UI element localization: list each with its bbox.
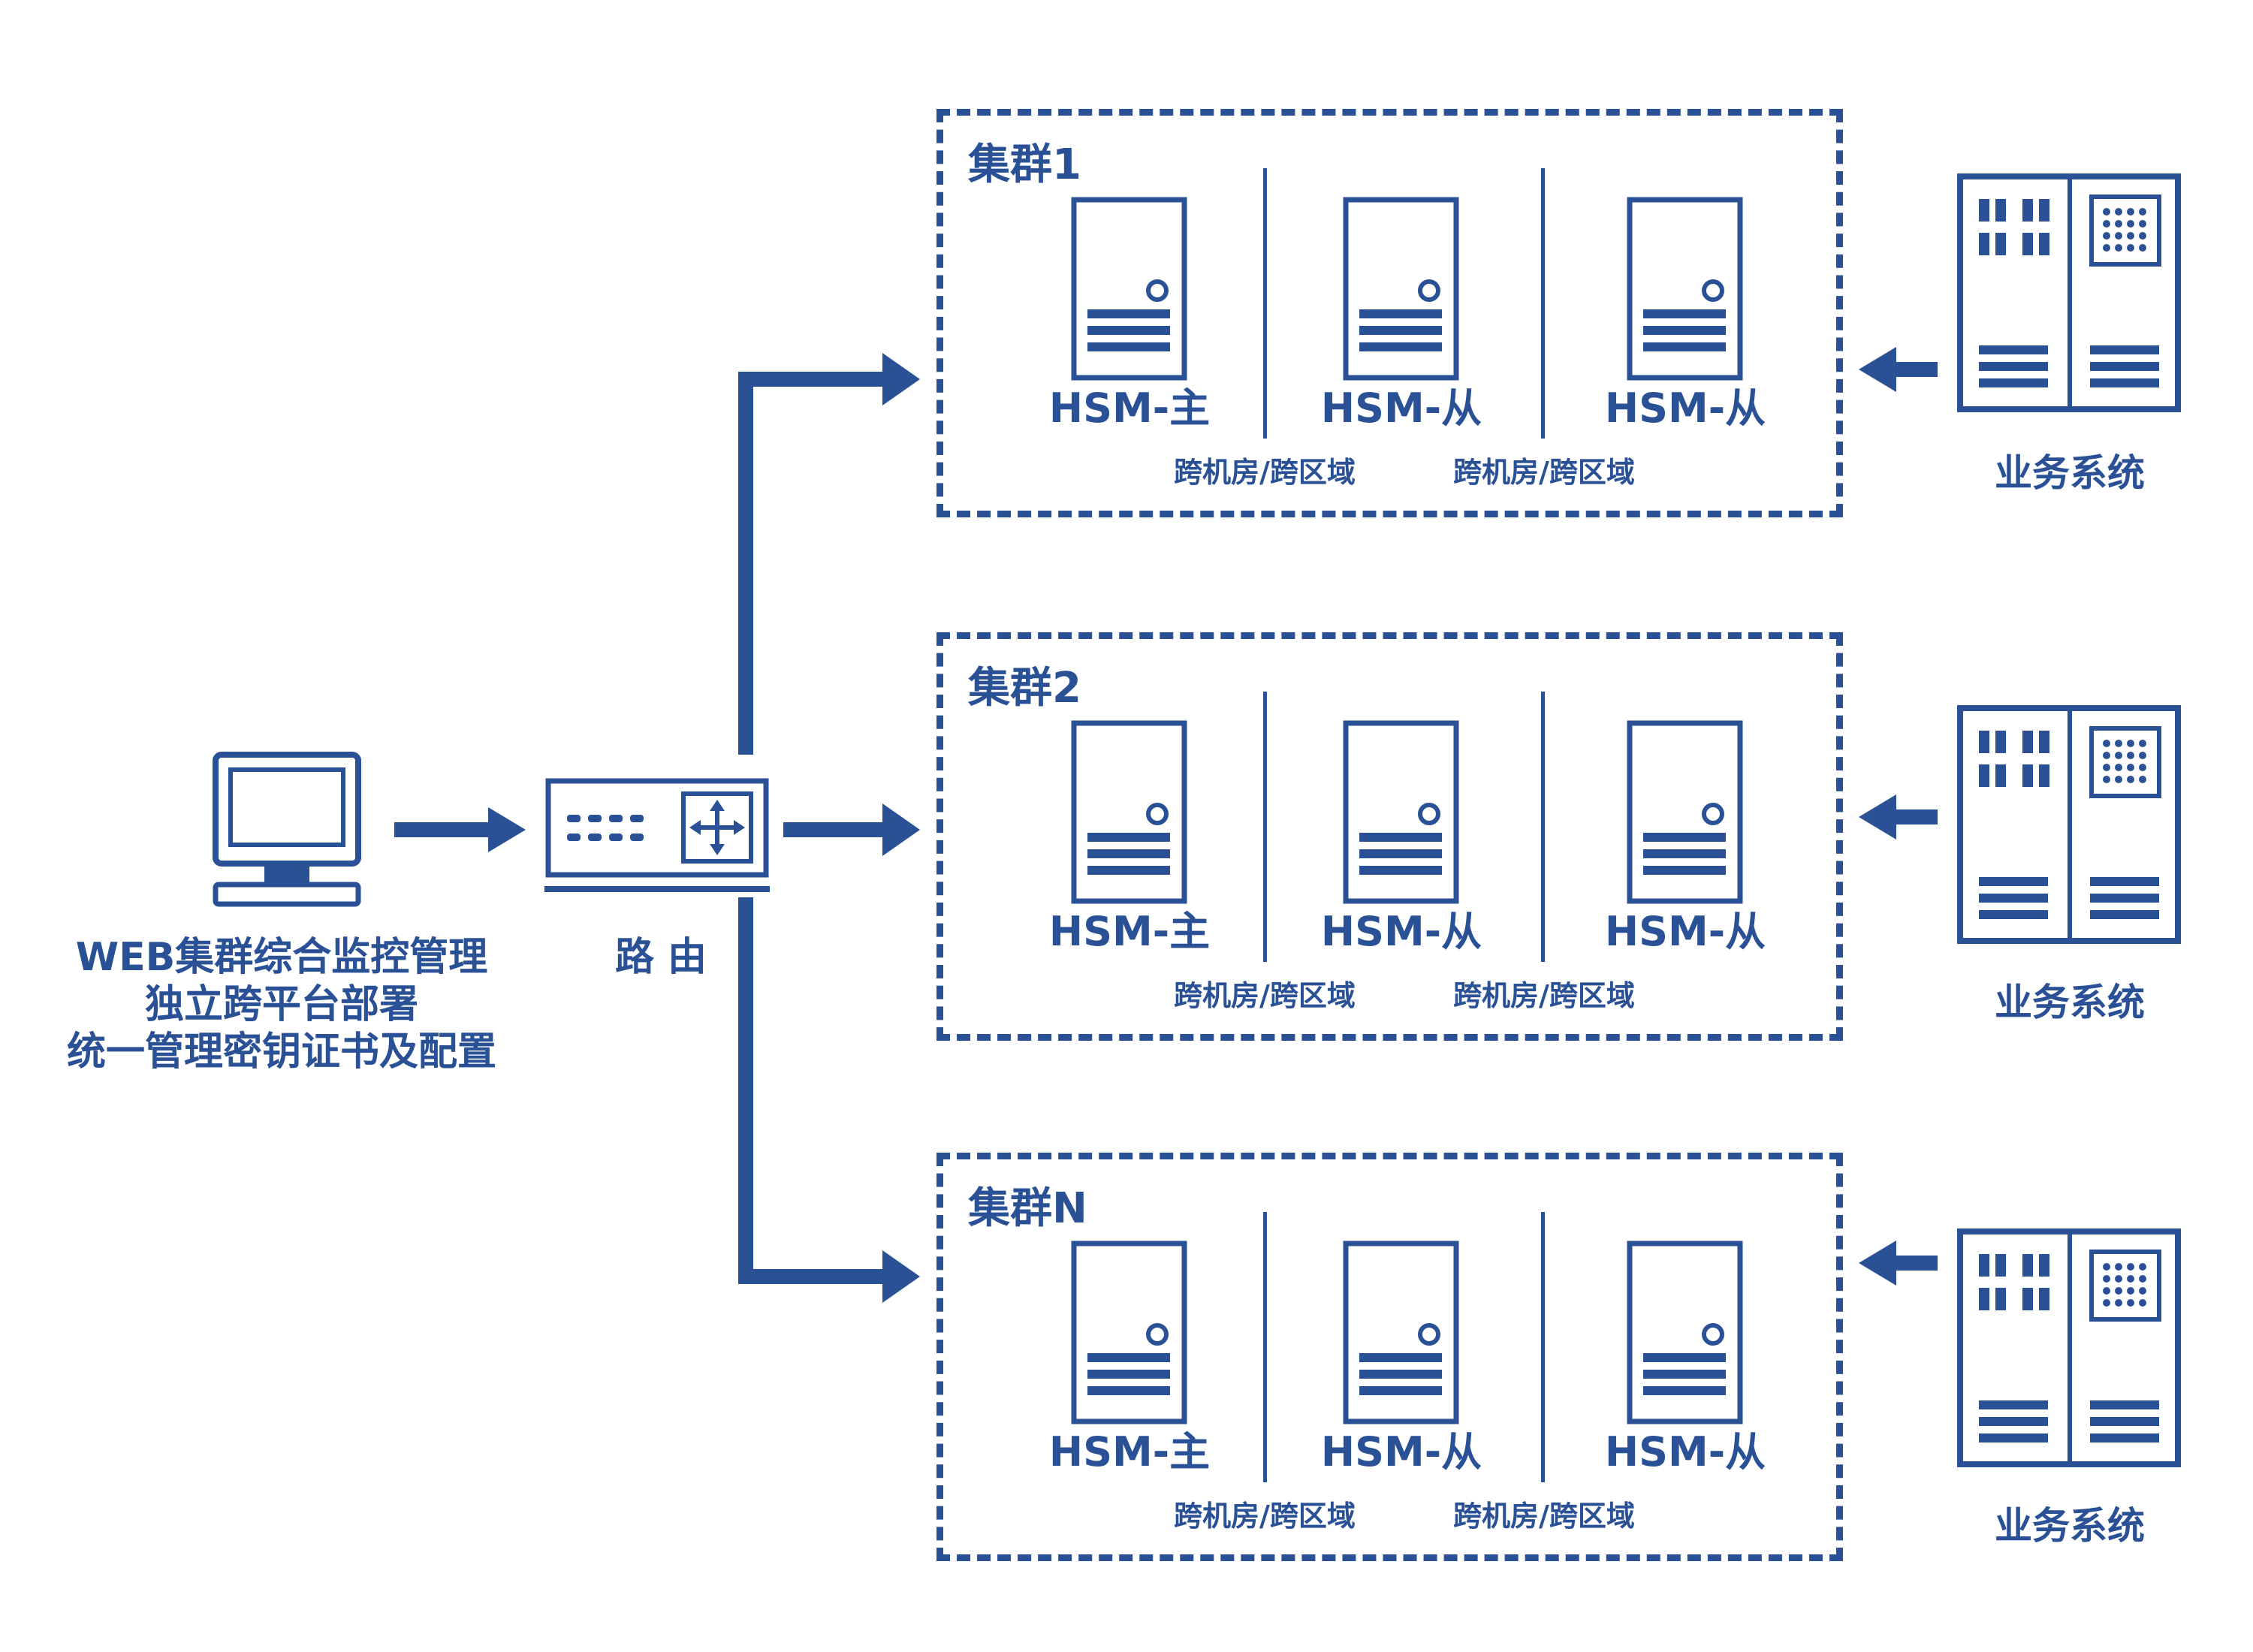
web-monitor-label-line2: 独立跨平台部署	[144, 982, 418, 1027]
hsm-node-label: HSM-从	[1604, 908, 1766, 955]
hsm-server-icon	[1071, 1241, 1187, 1424]
hsm-node-label: HSM-主	[1048, 908, 1211, 955]
cross-region-label: 跨机房/跨区域	[1174, 456, 1356, 489]
router-label: 路 由	[614, 935, 707, 980]
hsm-node-label: HSM-主	[1048, 1428, 1211, 1476]
cluster-1: 集群1 HSM-主 HSM-从 HSM-从 跨机房/跨区域 跨机房/跨区域	[936, 109, 1843, 517]
router-icon	[544, 778, 770, 892]
business-system-cabinet-icon	[1957, 1228, 2181, 1467]
divider	[1541, 692, 1545, 962]
hsm-server-icon	[1071, 720, 1187, 904]
cluster-title: 集群N	[968, 1184, 1087, 1233]
business-system-label: 业务系统	[1995, 981, 2145, 1024]
hsm-server-icon	[1343, 720, 1459, 904]
divider	[1263, 692, 1267, 962]
hsm-node-label: HSM-从	[1320, 908, 1482, 955]
computer-monitor-icon	[213, 752, 361, 907]
hsm-server-icon	[1343, 1241, 1459, 1424]
cluster-2: 集群2 HSM-主 HSM-从 HSM-从 跨机房/跨区域 跨机房/跨区域	[936, 632, 1843, 1041]
business-system-cabinet-icon	[1957, 705, 2181, 944]
cross-region-label: 跨机房/跨区域	[1453, 1500, 1635, 1533]
hsm-node-label: HSM-从	[1604, 384, 1766, 432]
cluster-title: 集群1	[968, 140, 1081, 189]
hsm-node-label: HSM-从	[1320, 1428, 1482, 1476]
hsm-server-icon	[1627, 720, 1743, 904]
divider	[1541, 1212, 1545, 1482]
hsm-server-icon	[1627, 1241, 1743, 1424]
business-system-label: 业务系统	[1995, 1504, 2145, 1548]
divider	[1541, 168, 1545, 439]
cross-region-label: 跨机房/跨区域	[1453, 979, 1635, 1012]
cross-region-label: 跨机房/跨区域	[1174, 979, 1356, 1012]
divider	[1263, 168, 1267, 439]
web-monitor-label-line3: 统一管理密钥证书及配置	[66, 1029, 496, 1075]
business-system-cabinet-icon	[1957, 173, 2181, 412]
hsm-node-label: HSM-从	[1604, 1428, 1766, 1476]
cluster-title: 集群2	[968, 664, 1081, 713]
hsm-server-icon	[1343, 197, 1459, 381]
cross-region-label: 跨机房/跨区域	[1453, 456, 1635, 489]
arrow-to-router	[394, 807, 526, 852]
hsm-server-icon	[1627, 197, 1743, 381]
hsm-node-label: HSM-主	[1048, 384, 1211, 432]
web-monitor-label-line1: WEB集群综合监控管理	[75, 935, 488, 980]
divider	[1263, 1212, 1267, 1482]
hsm-node-label: HSM-从	[1320, 384, 1482, 432]
cluster-n: 集群N HSM-主 HSM-从 HSM-从 跨机房/跨区域 跨机房/跨区域	[936, 1153, 1843, 1561]
business-system-label: 业务系统	[1995, 451, 2145, 495]
hsm-server-icon	[1071, 197, 1187, 381]
cross-region-label: 跨机房/跨区域	[1174, 1500, 1356, 1533]
